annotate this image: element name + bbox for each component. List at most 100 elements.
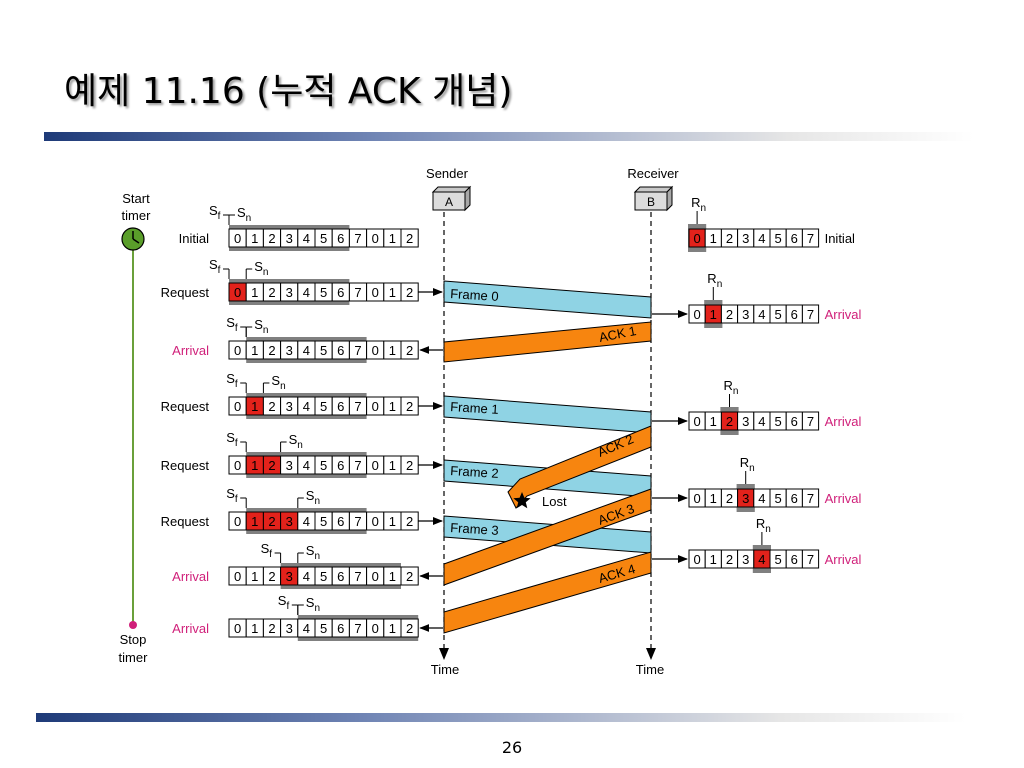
receiver-seq-number: 1 xyxy=(710,231,717,246)
sn-label: Sn xyxy=(306,488,320,507)
sf-subscript: f xyxy=(218,211,221,222)
sn-subscript: n xyxy=(263,267,269,278)
sender-seq-number: 1 xyxy=(389,343,396,358)
stop-dot-icon xyxy=(129,621,137,629)
sender-seq-number: 0 xyxy=(234,231,241,246)
receiver-seq-cell xyxy=(801,488,820,508)
ack-label: ACK 1 xyxy=(598,323,638,345)
receiver-seq-number: 2 xyxy=(726,307,733,322)
receiver-seq-number: 6 xyxy=(791,491,798,506)
sender-box xyxy=(432,191,466,211)
sender-seq-number: 2 xyxy=(268,458,275,473)
sender-seq-number: 4 xyxy=(303,569,310,584)
sender-seq-number: 4 xyxy=(303,285,310,300)
sender-seq-number: 1 xyxy=(389,514,396,529)
sender-seq-number: 5 xyxy=(320,399,327,414)
sender-seq-number: 4 xyxy=(303,514,310,529)
rn-subscript: n xyxy=(733,386,739,397)
sf-subscript: f xyxy=(235,494,238,505)
sender-seq-number: 0 xyxy=(372,343,379,358)
sender-seq-number: 6 xyxy=(337,458,344,473)
slide-title: 예제 11.16 (누적 ACK 개념) xyxy=(64,71,513,112)
sender-seq-number: 1 xyxy=(251,231,258,246)
receiver-box xyxy=(634,191,668,211)
sender-seq-number: 5 xyxy=(320,343,327,358)
ack-band xyxy=(443,321,652,363)
receiver-seq-number: 5 xyxy=(774,231,781,246)
sf-subscript: f xyxy=(235,379,238,390)
sf-label: Sf xyxy=(226,430,238,449)
sender-seq-number: 0 xyxy=(234,399,241,414)
receiver-seq-number: 2 xyxy=(726,414,733,429)
sender-seq-number: 3 xyxy=(286,569,293,584)
rn-label: Rn xyxy=(707,271,722,290)
receiver-seq-number: 7 xyxy=(807,491,814,506)
sender-seq-number: 0 xyxy=(372,569,379,584)
sender-seq-number: 0 xyxy=(234,514,241,529)
sender-seq-number: 6 xyxy=(337,399,344,414)
sender-seq-number: 4 xyxy=(303,343,310,358)
sender-seq-number: 3 xyxy=(286,399,293,414)
page-number: 26 xyxy=(501,738,523,757)
receiver-seq-number: 4 xyxy=(758,231,765,246)
frame-label: Frame 0 xyxy=(450,286,499,304)
sender-seq-number: 5 xyxy=(320,285,327,300)
sender-seq-number: 1 xyxy=(251,621,258,636)
sender-node: Sender A xyxy=(426,166,472,212)
sender-seq-number: 1 xyxy=(251,514,258,529)
receiver-label: Receiver xyxy=(627,166,679,181)
sn-subscript: n xyxy=(280,381,286,392)
sender-label: Sender xyxy=(426,166,469,181)
sender-time-arrow-icon xyxy=(439,648,449,660)
receiver-seq-number: 6 xyxy=(791,231,798,246)
sn-label: Sn xyxy=(271,373,285,392)
sf-label: Sf xyxy=(226,371,238,390)
receiver-seq-number: 4 xyxy=(758,414,765,429)
sender-seq-cell xyxy=(400,340,419,360)
receiver-seq-number: 0 xyxy=(693,307,700,322)
sender-seq-number: 2 xyxy=(406,514,413,529)
sender-seq-number: 1 xyxy=(251,458,258,473)
receiver-seq-number: 3 xyxy=(742,491,749,506)
sf-subscript: f xyxy=(218,265,221,276)
sender-seq-number: 6 xyxy=(337,343,344,358)
receiver-seq-number: 1 xyxy=(710,552,717,567)
sn-label: Sn xyxy=(254,259,268,278)
sender-seq-number: 7 xyxy=(354,343,361,358)
footer-bar xyxy=(36,713,966,722)
sn-label: Sn xyxy=(306,543,320,562)
receiver-seq-number: 6 xyxy=(791,552,798,567)
rn-subscript: n xyxy=(765,524,771,535)
sender-seq-number: 1 xyxy=(389,621,396,636)
sender-seq-number: 5 xyxy=(320,569,327,584)
stop-timer-label-line2: timer xyxy=(119,650,149,665)
receiver-seq-number: 2 xyxy=(726,552,733,567)
receiver-node: Receiver B xyxy=(627,166,679,212)
sender-seq-number: 2 xyxy=(268,231,275,246)
frame-label: Frame 1 xyxy=(450,399,499,417)
receiver-row-label: Arrival xyxy=(825,552,862,567)
sender-seq-number: 2 xyxy=(268,514,275,529)
receiver-seq-number: 3 xyxy=(742,552,749,567)
sender-seq-number: 3 xyxy=(286,514,293,529)
sf-subscript: f xyxy=(235,438,238,449)
sender-seq-number: 4 xyxy=(303,399,310,414)
receiver-seq-number: 2 xyxy=(726,231,733,246)
sender-seq-number: 0 xyxy=(372,458,379,473)
ack-band xyxy=(507,425,652,509)
receiver-seq-number: 1 xyxy=(710,491,717,506)
node-a-label: A xyxy=(445,195,453,209)
rn-subscript: n xyxy=(700,203,706,214)
sender-seq-number: 2 xyxy=(406,285,413,300)
sender-row-label: Request xyxy=(161,399,210,414)
sender-seq-number: 2 xyxy=(268,343,275,358)
sender-seq-number: 6 xyxy=(337,621,344,636)
receiver-seq-number: 1 xyxy=(710,307,717,322)
